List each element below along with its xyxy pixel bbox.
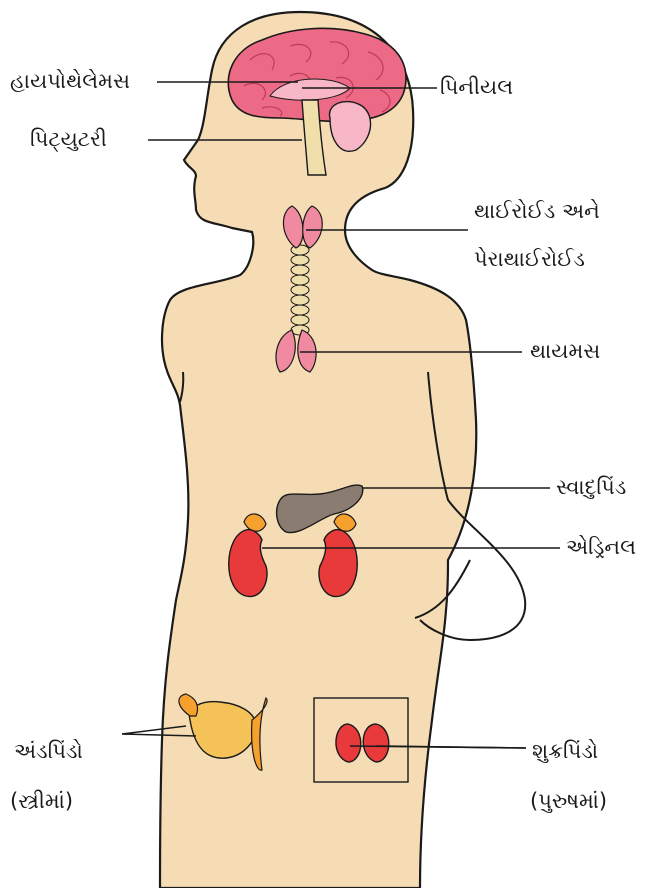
trachea-ring bbox=[291, 275, 309, 285]
trachea-ring bbox=[291, 305, 309, 315]
testis-label-line1: શુક્રપિંડો bbox=[532, 739, 598, 763]
trachea bbox=[291, 245, 309, 335]
pineal-label: પિનીયલ bbox=[440, 75, 513, 99]
right-kidney bbox=[319, 530, 357, 597]
trachea-ring bbox=[291, 255, 309, 265]
left-kidney bbox=[229, 530, 267, 597]
pancreas-label: સ્વાદુપિંડ bbox=[556, 475, 626, 499]
thyroid-label-line1: થાઈરોઈડ અને bbox=[474, 199, 600, 223]
adrenal-label: એડ્રિનલ bbox=[566, 535, 636, 560]
thyroid-label-line2: પેરાથાઈરોઈડ bbox=[474, 247, 585, 271]
thymus-label: થાયમસ bbox=[530, 339, 600, 363]
trachea-ring bbox=[291, 315, 309, 325]
pituitary-label: પિટ્યુટરી bbox=[30, 127, 107, 151]
ovary-label-line1: અંડપિંડો bbox=[14, 739, 83, 763]
trachea-ring bbox=[291, 285, 309, 295]
ovary-label-line2: (સ્ત્રીમાં) bbox=[10, 789, 73, 813]
testis-label-line2: (પુરુષમાં) bbox=[530, 789, 607, 813]
trachea-ring bbox=[291, 295, 309, 305]
hypothalamus-label: હાયપોથેલેમસ bbox=[10, 69, 130, 93]
left-testis bbox=[336, 724, 361, 762]
trachea-ring bbox=[291, 265, 309, 275]
